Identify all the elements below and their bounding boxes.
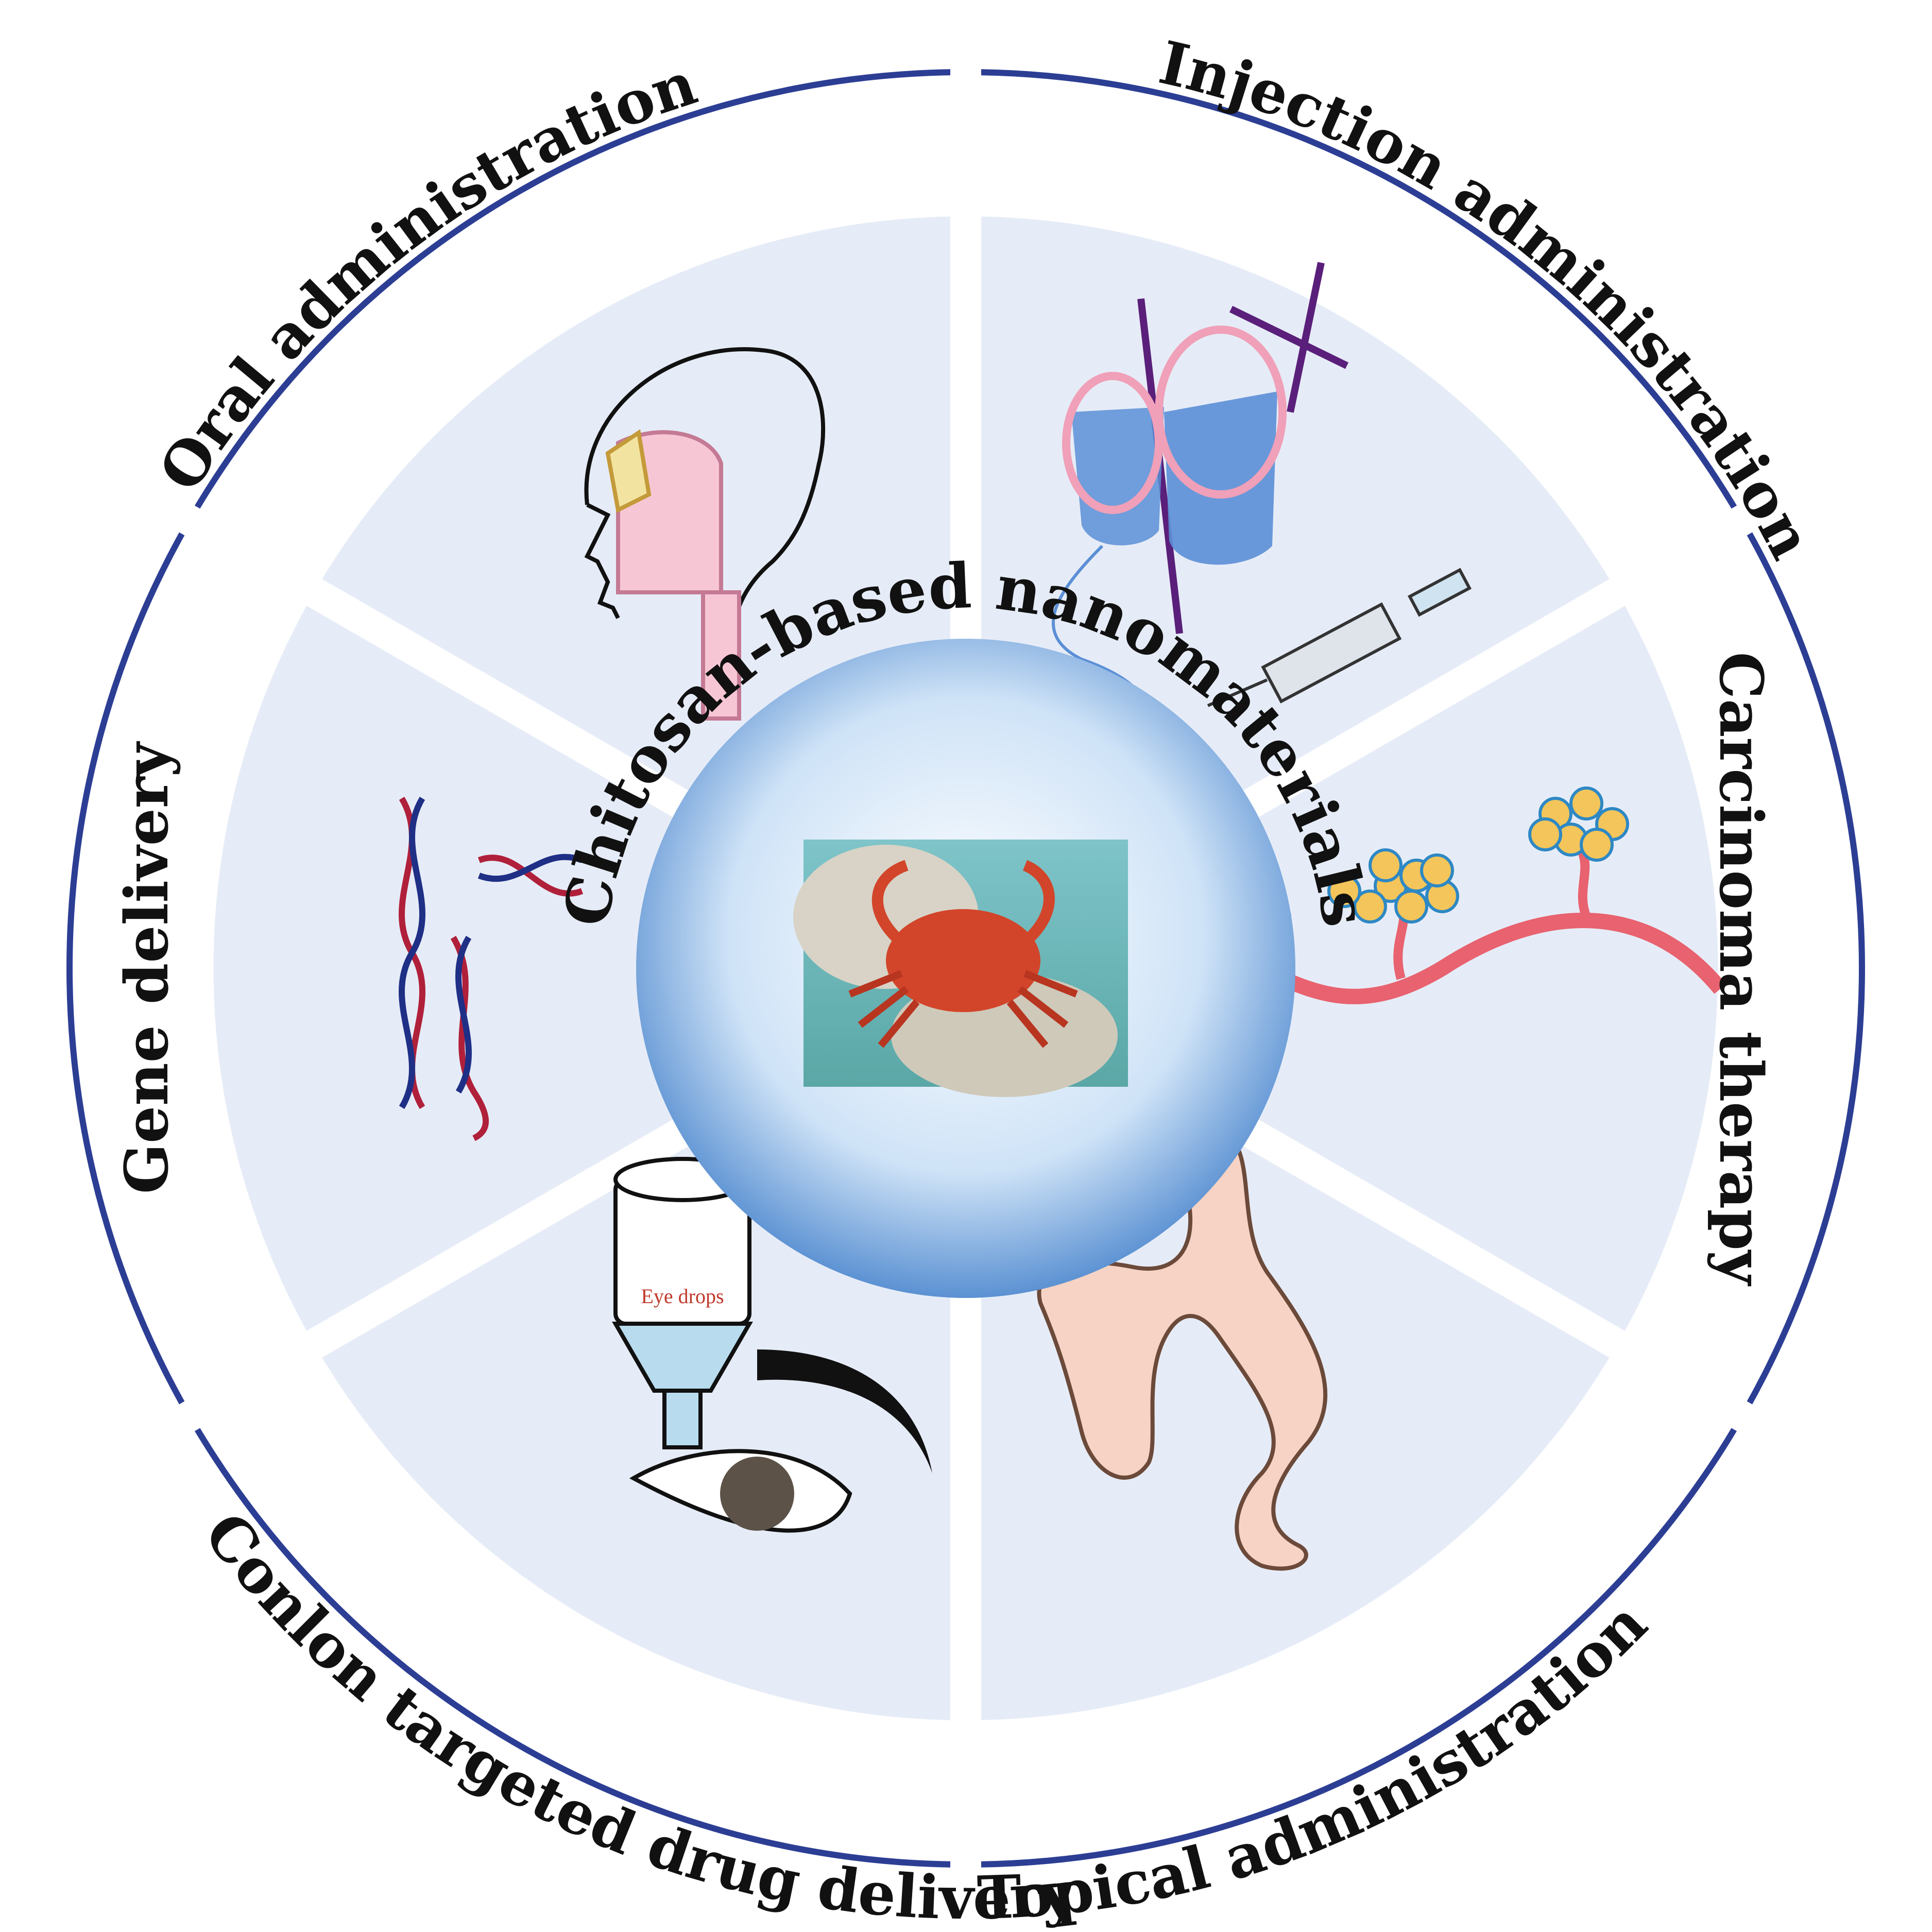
- center-orb: [636, 639, 1295, 1298]
- head-throat-icon: [584, 347, 826, 721]
- label-carcinoma: Carcinoma therapy: [1706, 652, 1775, 1286]
- syringe-icon: [1207, 568, 1472, 707]
- sector-carcinoma: [966, 592, 1718, 1344]
- eye-icon: [629, 1349, 932, 1533]
- sector-gene: [213, 592, 966, 1344]
- eye-drops-label: Eye drops: [641, 1285, 724, 1308]
- eye-drops-icon: Eye drops: [612, 1157, 753, 1449]
- dna-icon: [399, 796, 584, 1141]
- crab-icon: [848, 860, 1078, 1048]
- label-gene: Gene delivery: [112, 741, 182, 1194]
